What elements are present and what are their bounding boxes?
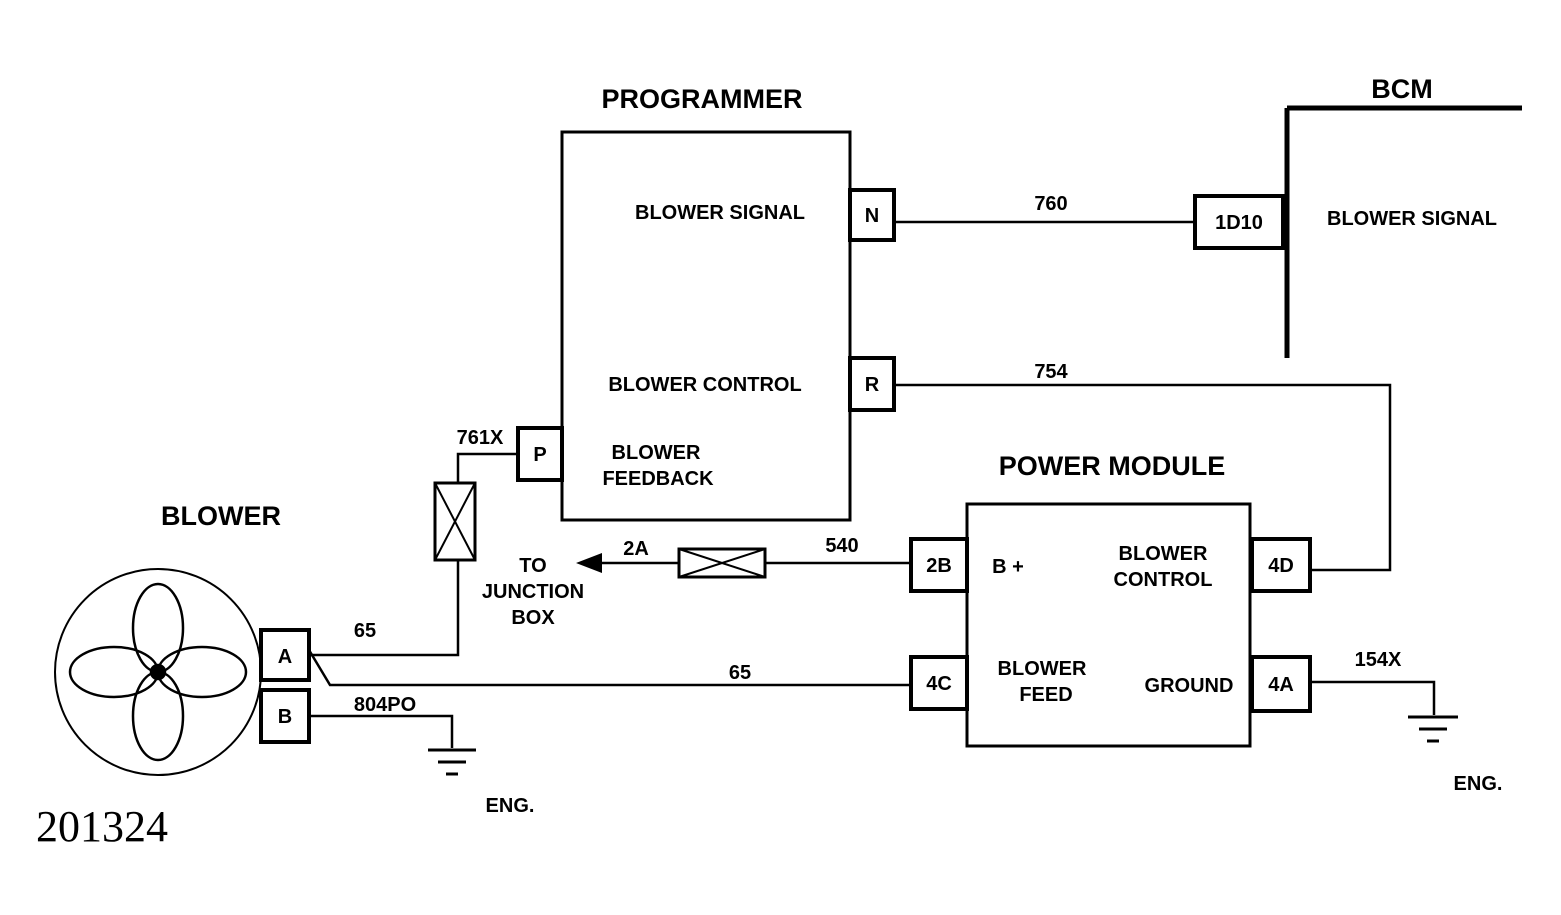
pin-r-label: R <box>865 374 880 396</box>
ground-left-label: ENG. <box>486 795 535 817</box>
pin-4d-box <box>1250 537 1312 593</box>
pin-1d10-label: 1D10 <box>1215 212 1263 234</box>
wire-761x-lower <box>309 560 460 657</box>
pin-n-box <box>848 188 896 242</box>
bcm-blower-signal-label: BLOWER SIGNAL <box>1327 208 1497 230</box>
wire-804po-label: 804PO <box>354 694 416 716</box>
programmer-blower-signal-label: BLOWER SIGNAL <box>635 202 805 224</box>
power-module-box <box>965 502 1252 748</box>
power-module-title: POWER MODULE <box>999 451 1226 481</box>
wire-804po <box>309 714 454 748</box>
ground-right-icon <box>1408 715 1458 743</box>
power-module-b-plus-label: B + <box>992 556 1024 578</box>
pin-4a-label: 4A <box>1268 674 1294 696</box>
programmer-title: PROGRAMMER <box>602 84 803 114</box>
wire-761x-label: 761X <box>457 427 504 449</box>
blower-title: BLOWER <box>161 501 281 531</box>
fuse-vertical-icon <box>433 481 477 562</box>
pin-a-label: A <box>278 646 292 668</box>
pin-2b-box <box>909 537 969 593</box>
power-module-blower-control-label-1: BLOWER <box>1119 543 1208 565</box>
pin-p-box <box>516 426 564 482</box>
figure-number: 201324 <box>36 802 168 851</box>
pin-n-label: N <box>865 205 879 227</box>
pin-r-box <box>848 356 896 412</box>
pin-4c-label: 4C <box>926 673 952 695</box>
wire-154x <box>1310 680 1436 715</box>
pin-2b-label: 2B <box>926 555 952 577</box>
power-module-blower-feed-label-1: BLOWER <box>998 658 1087 680</box>
power-module-blower-control-label-2: CONTROL <box>1114 569 1213 591</box>
wire-65 <box>307 649 911 687</box>
wire-754-label: 754 <box>1034 361 1068 383</box>
wires <box>307 220 1436 748</box>
power-module-ground-label: GROUND <box>1145 675 1234 697</box>
wire-540-label: 540 <box>825 535 858 557</box>
ground-right-label: ENG. <box>1454 773 1503 795</box>
wire-760-label: 760 <box>1034 193 1067 215</box>
wire-65-lower-label: 65 <box>729 662 751 684</box>
wire-65-upper-label: 65 <box>354 620 376 642</box>
arrow-left-icon <box>576 553 602 573</box>
pin-b-label: B <box>278 706 292 728</box>
pin-4c-box <box>909 655 969 711</box>
programmer-box <box>560 130 852 522</box>
junction-label-3: BOX <box>511 607 555 629</box>
pin-p-label: P <box>533 444 546 466</box>
pin-a-box <box>259 628 311 682</box>
fuse-horizontal-icon <box>677 547 767 579</box>
junction-label-1: TO <box>519 555 546 577</box>
power-module-blower-feed-label-2: FEED <box>1019 684 1072 706</box>
wire-761x-upper <box>456 452 518 483</box>
wire-2a-label: 2A <box>623 538 649 560</box>
bcm-title: BCM <box>1371 74 1433 104</box>
pin-4d-label: 4D <box>1268 555 1294 577</box>
fan-icon <box>68 582 248 762</box>
junction-label-2: JUNCTION <box>482 581 584 603</box>
programmer-blower-feedback-label-2: FEEDBACK <box>602 468 714 490</box>
programmer-blower-feedback-label-1: BLOWER <box>612 442 701 464</box>
ground-left-icon <box>428 748 476 776</box>
pin-4a-box <box>1250 655 1312 713</box>
wire-754 <box>894 383 1392 572</box>
programmer-blower-control-label: BLOWER CONTROL <box>608 374 801 396</box>
wire-154x-label: 154X <box>1355 649 1402 671</box>
